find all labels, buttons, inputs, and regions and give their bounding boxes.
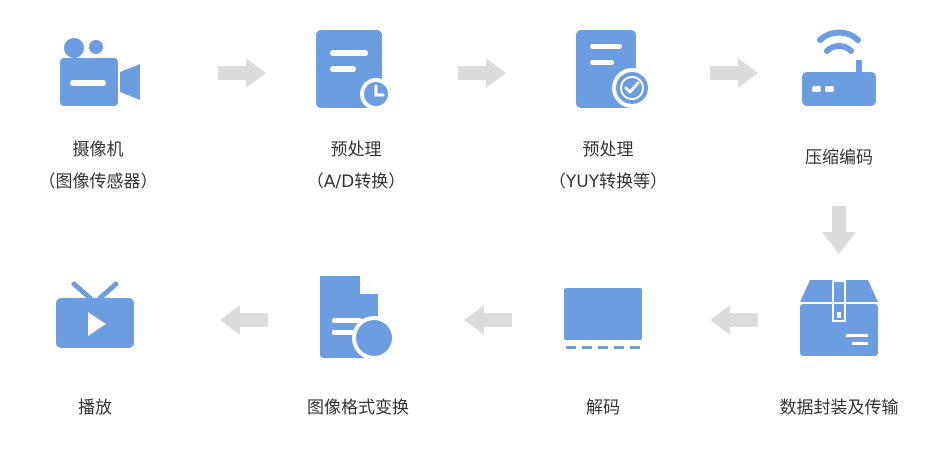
step-preprocess-yuy-subtitle: （YUY转换等） <box>548 172 668 192</box>
step-package-title: 数据封装及传输 <box>779 398 899 418</box>
step-play-label: 播放 <box>0 396 205 420</box>
package-box-icon <box>800 280 878 356</box>
arrow-right-2 <box>458 58 506 88</box>
document-clock-icon <box>316 30 392 110</box>
arrow-right-3 <box>710 58 758 88</box>
step-preprocess-yuy-label: 预处理 （YUY转换等） <box>498 138 718 194</box>
step-format-title: 图像格式变换 <box>307 398 409 418</box>
step-compress-label: 压缩编码 <box>729 146 941 170</box>
step-preprocess-ad-subtitle: （A/D转换） <box>306 172 406 192</box>
step-preprocess-ad-label: 预处理 （A/D转换） <box>246 138 466 194</box>
router-icon <box>802 29 876 106</box>
step-compress-title: 压缩编码 <box>805 148 873 168</box>
step-preprocess-ad-title: 预处理 <box>330 140 382 160</box>
step-decode-label: 解码 <box>493 396 713 420</box>
camera-icon <box>60 38 140 106</box>
step-camera-label: 摄像机 （图像传感器） <box>0 138 208 194</box>
step-format-label: 图像格式变换 <box>248 396 468 420</box>
step-decode-title: 解码 <box>586 398 620 418</box>
file-circle-icon <box>320 276 396 360</box>
arrow-right-1 <box>218 58 266 88</box>
step-camera-subtitle: （图像传感器） <box>38 172 158 192</box>
arrow-left-3 <box>710 305 758 335</box>
arrow-left-1 <box>220 305 268 335</box>
step-preprocess-yuy-title: 预处理 <box>582 140 634 160</box>
monitor-icon <box>564 288 642 349</box>
document-check-icon <box>570 30 652 108</box>
step-camera-title: 摄像机 <box>72 140 124 160</box>
arrow-left-2 <box>464 305 512 335</box>
step-play-title: 播放 <box>78 398 112 418</box>
tv-play-icon <box>56 281 134 348</box>
arrow-down <box>822 206 856 254</box>
step-package-label: 数据封装及传输 <box>729 396 941 420</box>
